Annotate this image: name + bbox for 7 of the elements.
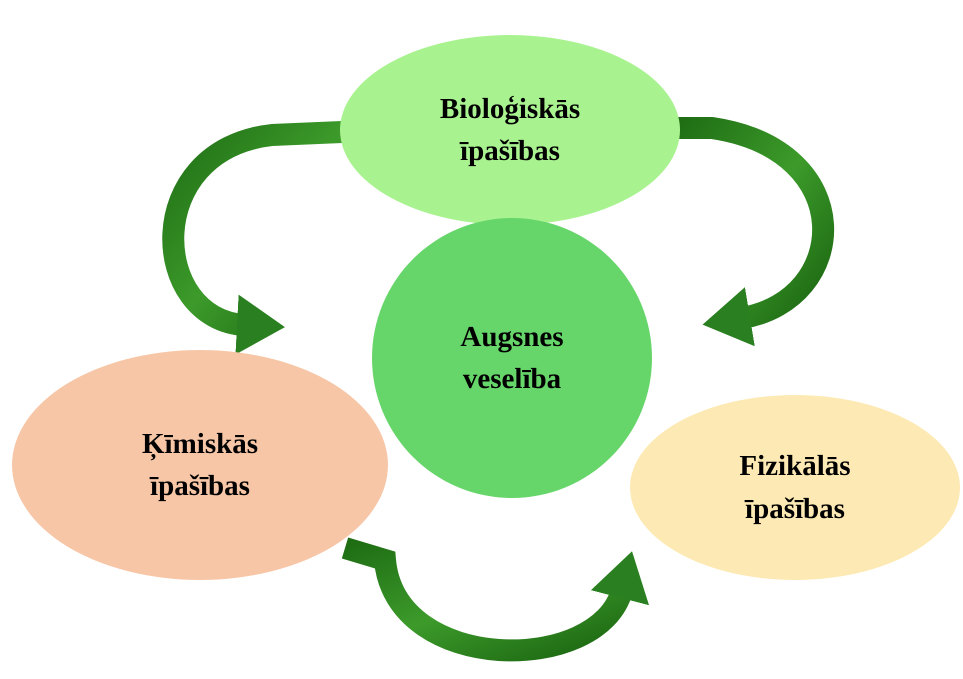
- node-label: Fizikālās īpašības: [738, 449, 852, 526]
- curved-arrow: [162, 121, 342, 353]
- curved-arrow: [342, 537, 646, 661]
- node-label: Ķīmiskās īpašības: [140, 426, 260, 504]
- node-label: Bioloģiskās īpašības: [438, 92, 582, 169]
- curved-arrow: [678, 117, 834, 345]
- node-label: Augsnes veselība: [459, 320, 565, 397]
